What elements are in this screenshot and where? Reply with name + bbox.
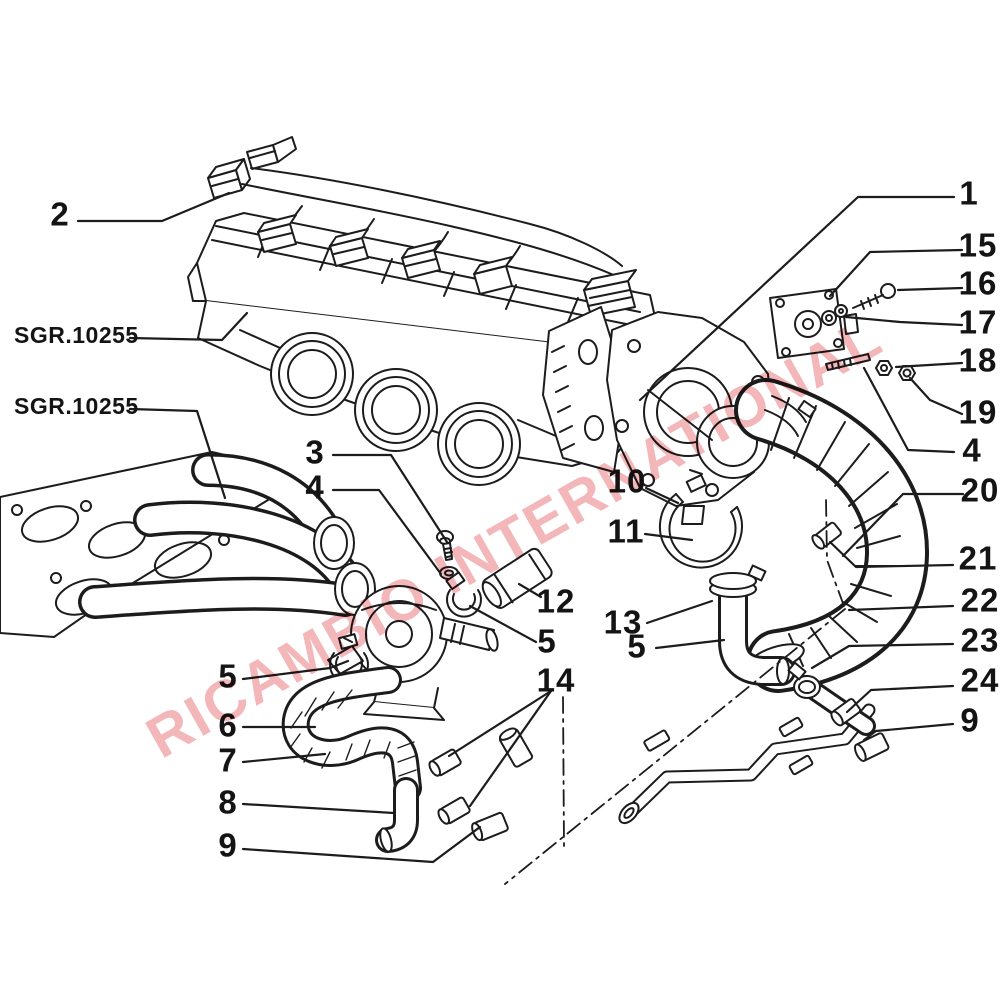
callout-20: 20: [960, 471, 1000, 509]
throttle-gasket-plate: [542, 306, 628, 473]
sensor-screw: [852, 283, 896, 310]
callout-6: 6: [218, 706, 238, 744]
callout-4-right: 4: [962, 431, 982, 469]
callout-9-left: 9: [218, 826, 238, 864]
hose-nipple: [811, 521, 842, 550]
ignition-harness: [207, 136, 637, 317]
callout-5-b: 5: [627, 627, 647, 665]
callout-12: 12: [536, 582, 576, 620]
callout-2: 2: [50, 195, 70, 233]
callout-10: 10: [607, 462, 647, 500]
group-label-sgr-lower: SGR.10255: [14, 393, 139, 419]
stud-and-nuts: [825, 353, 916, 381]
sensor-washers: [821, 304, 848, 326]
callout-4-mid: 4: [305, 468, 325, 506]
callout-9-right: 9: [960, 701, 980, 739]
callout-14: 14: [536, 661, 576, 699]
elbow-hose: [709, 564, 796, 686]
hose-clamp-large: [658, 469, 743, 569]
callout-21: 21: [958, 539, 998, 577]
callout-8: 8: [218, 783, 238, 821]
sleeve-fittings: [428, 727, 671, 842]
throttle-sensor: [769, 288, 859, 359]
leader-lines: [76, 191, 965, 864]
exhaust-manifold: [0, 451, 376, 638]
air-intake-hose: [734, 378, 929, 693]
callout-3: 3: [305, 433, 325, 471]
short-hose: [445, 547, 553, 618]
callout-5-c: 5: [218, 657, 238, 695]
callout-1: 1: [959, 174, 979, 212]
callout-13: 13: [603, 603, 643, 641]
phantom-lines: [504, 499, 846, 885]
rigid-pipe: [618, 657, 890, 825]
callout-15: 15: [958, 226, 998, 264]
breather-hoses: [281, 666, 422, 853]
throttle-body: [606, 311, 773, 525]
callout-23: 23: [960, 621, 1000, 659]
intake-port-bores: [270, 332, 521, 486]
callout-16: 16: [958, 264, 998, 302]
callout-7: 7: [218, 741, 238, 779]
callout-24: 24: [960, 661, 1000, 699]
callout-22: 22: [960, 581, 1000, 619]
callout-19: 19: [958, 393, 998, 431]
callout-5-a: 5: [537, 622, 557, 660]
callout-17: 17: [958, 303, 998, 341]
callout-18: 18: [958, 341, 998, 379]
callout-11: 11: [607, 512, 645, 550]
group-label-sgr-upper: SGR.10255: [14, 322, 139, 348]
